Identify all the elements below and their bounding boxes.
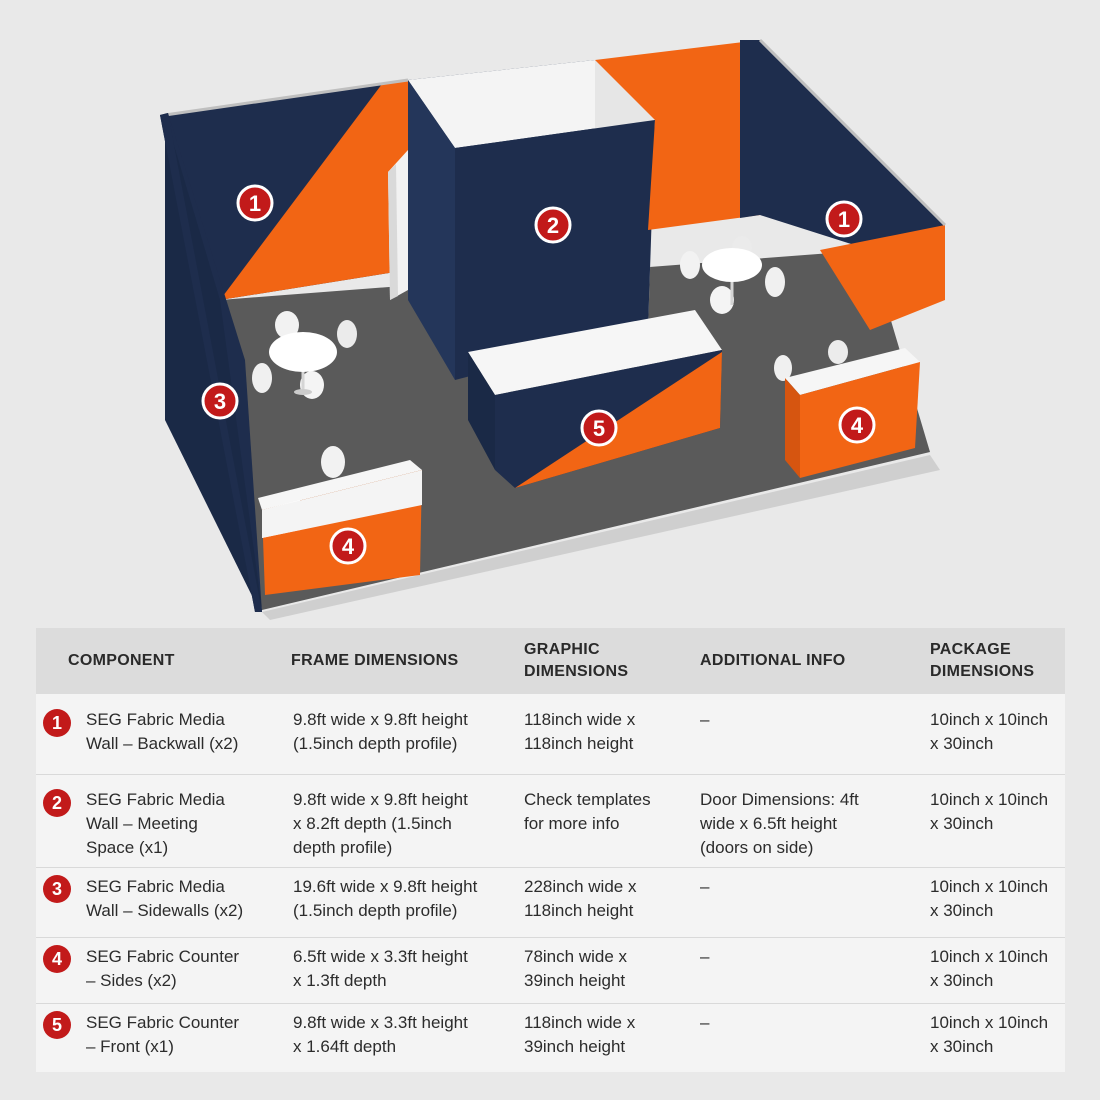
cell-frame: 6.5ft wide x 3.3ft height x 1.3ft depth <box>293 947 468 990</box>
table-header: COMPONENT FRAME DIMENSIONS GRAPHIC DIMEN… <box>36 628 1065 694</box>
left-counter-lip <box>262 470 422 538</box>
marker-label: 4 <box>851 413 864 438</box>
cell-graphic: 118inch wide x 39inch height <box>524 1013 636 1056</box>
header-package-dimensions: PACKAGE DIMENSIONS <box>930 641 1035 680</box>
backwall-left-orange <box>220 80 408 300</box>
header-component: COMPONENT <box>68 652 175 669</box>
front-counter-side <box>468 352 495 470</box>
sidewall-left-face <box>160 113 262 612</box>
cell-package: 10inch x 10inch x 30inch <box>930 790 1049 833</box>
left-counter-top <box>258 460 422 510</box>
right-table-set <box>680 236 785 314</box>
meeting-room-top <box>408 60 655 148</box>
meeting-door-edge <box>388 164 398 300</box>
backwall-right-orange <box>595 40 760 230</box>
marker-5: 5 <box>580 409 618 447</box>
marker-label: 1 <box>249 191 261 216</box>
marker-1-right: 1 <box>825 200 863 238</box>
right-wall-orange <box>820 225 945 330</box>
booth-illustration: 1 2 1 3 4 5 4 <box>160 38 947 620</box>
table-row: 5 SEG Fabric Counter – Front (x1) 9.8ft … <box>36 1003 1065 1072</box>
booth-drawing: 1 2 1 3 4 5 4 <box>160 38 947 620</box>
front-counter-top <box>468 310 722 395</box>
cell-frame: 19.6ft wide x 9.8ft height (1.5inch dept… <box>293 877 478 920</box>
marker-label: 2 <box>547 213 559 238</box>
header-graphic-dimensions: GRAPHIC DIMENSIONS <box>524 641 629 680</box>
cell-frame: 9.8ft wide x 9.8ft height (1.5inch depth… <box>293 710 468 753</box>
right-counter-side <box>785 378 800 478</box>
table-row: 2 SEG Fabric Media Wall – Meeting Space … <box>36 774 1065 868</box>
marker-label: 3 <box>214 389 226 414</box>
cell-component: SEG Fabric Media Wall – Sidewalls (x2) <box>86 877 244 920</box>
marker-label: 1 <box>838 207 850 232</box>
chair <box>774 355 792 381</box>
table-row: 4 SEG Fabric Counter – Sides (x2) 6.5ft … <box>36 937 1065 1004</box>
backwall-right-navy <box>740 40 760 218</box>
cell-info: – <box>700 1013 710 1032</box>
cell-info: – <box>700 710 710 729</box>
backwall-left-frame <box>164 78 409 117</box>
cell-info: Door Dimensions: 4ft wide x 6.5ft height… <box>700 790 859 857</box>
floor-shadow <box>262 455 940 620</box>
row-number-badge: 1 <box>43 709 71 737</box>
cell-frame: 9.8ft wide x 9.8ft height x 8.2ft depth … <box>293 790 468 857</box>
table-row: 3 SEG Fabric Media Wall – Sidewalls (x2)… <box>36 867 1065 938</box>
front-counter-orange <box>515 352 722 488</box>
chair <box>321 446 345 478</box>
marker-1-left: 1 <box>236 184 274 222</box>
cell-graphic: 228inch wide x 118inch height <box>524 877 637 920</box>
marker-label: 5 <box>593 416 605 441</box>
cell-info: – <box>700 947 710 966</box>
cell-component: SEG Fabric Media Wall – Meeting Space (x… <box>86 790 225 857</box>
cell-package: 10inch x 10inch x 30inch <box>930 710 1049 753</box>
marker-3: 3 <box>201 382 239 420</box>
row-number-badge: 2 <box>43 789 71 817</box>
header-additional-info: ADDITIONAL INFO <box>700 652 846 669</box>
row-number-badge: 4 <box>43 945 71 973</box>
left-table-set <box>252 311 357 399</box>
cell-package: 10inch x 10inch x 30inch <box>930 877 1049 920</box>
marker-4-right: 4 <box>838 406 876 444</box>
cell-frame: 9.8ft wide x 3.3ft height x 1.64ft depth <box>293 1013 468 1056</box>
spec-table: COMPONENT FRAME DIMENSIONS GRAPHIC DIMEN… <box>36 628 1065 1072</box>
cell-graphic: 118inch wide x 118inch height <box>524 710 636 753</box>
cell-package: 10inch x 10inch x 30inch <box>930 947 1049 990</box>
right-wall-frame <box>758 38 947 227</box>
cell-info: – <box>700 877 710 896</box>
meeting-room-side <box>408 80 455 380</box>
marker-2: 2 <box>534 206 572 244</box>
marker-4-left: 4 <box>329 527 367 565</box>
cell-graphic: 78inch wide x 39inch height <box>524 947 628 990</box>
cell-component: SEG Fabric Counter – Front (x1) <box>86 1013 240 1056</box>
row-number-badge: 5 <box>43 1011 71 1039</box>
right-wall <box>760 40 945 250</box>
chair <box>828 340 848 364</box>
cell-component: SEG Fabric Counter – Sides (x2) <box>86 947 240 990</box>
marker-label: 4 <box>342 534 355 559</box>
cell-graphic: Check templates for more info <box>524 790 651 833</box>
table-row: 1 SEG Fabric Media Wall – Backwall (x2) … <box>36 694 1065 775</box>
cell-component: SEG Fabric Media Wall – Backwall (x2) <box>86 710 239 753</box>
meeting-room-front <box>455 120 655 380</box>
header-frame-dimensions: FRAME DIMENSIONS <box>291 652 459 669</box>
cell-package: 10inch x 10inch x 30inch <box>930 1013 1049 1056</box>
right-counter-top <box>785 348 920 395</box>
row-number-badge: 3 <box>43 875 71 903</box>
